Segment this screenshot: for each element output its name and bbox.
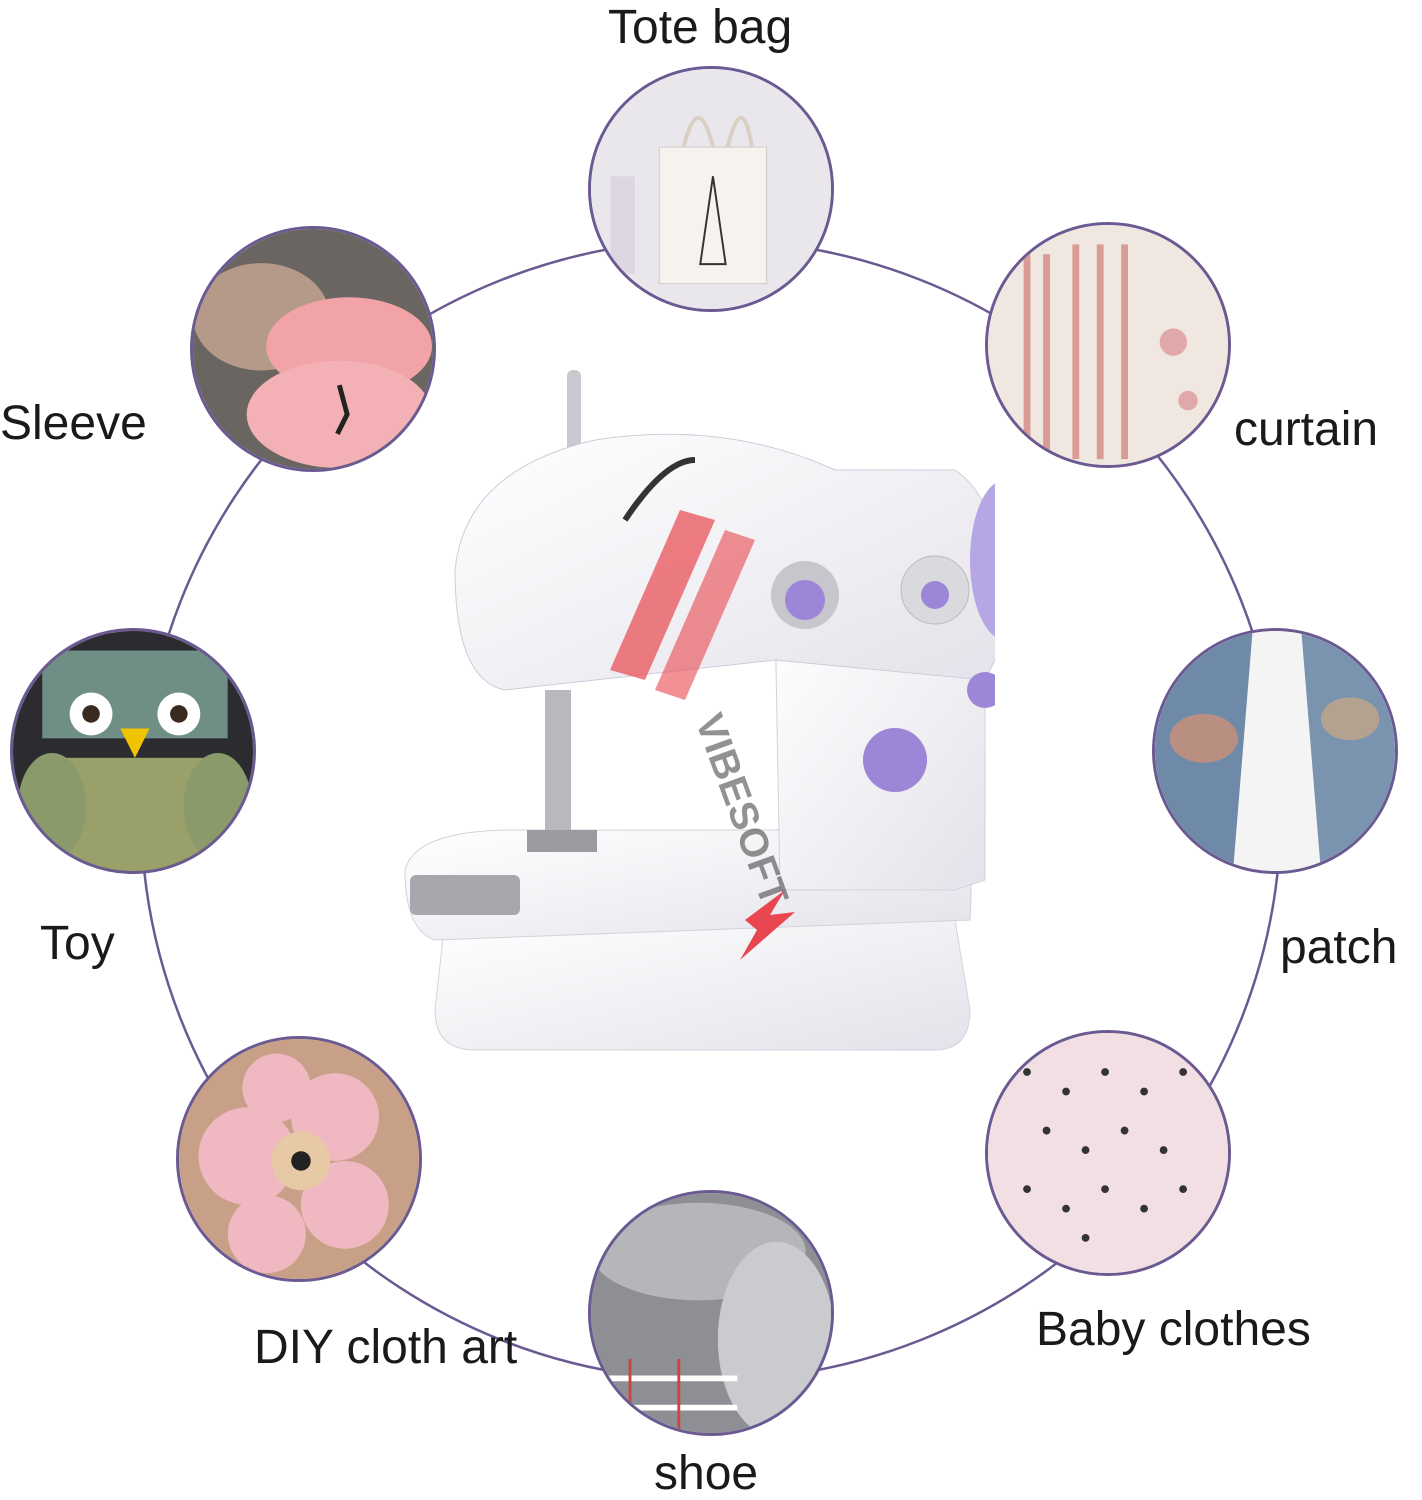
label-curtain: curtain (1234, 403, 1379, 456)
curtain-photo (985, 222, 1231, 468)
patch-photo (1152, 628, 1398, 874)
baby-clothes-photo (985, 1030, 1231, 1276)
sleeve-photo (190, 226, 436, 472)
toy-photo (10, 628, 256, 874)
shoe-photo (588, 1190, 834, 1436)
label-patch: patch (1280, 921, 1398, 974)
label-sleeve: Sleeve (0, 397, 147, 450)
label-diy-cloth-art: DIY cloth art (254, 1321, 518, 1374)
label-toy: Toy (40, 917, 115, 970)
diy-cloth-art-photo (176, 1036, 422, 1282)
label-shoe: shoe (654, 1447, 759, 1500)
label-baby-clothes: Baby clothes (1036, 1303, 1311, 1356)
mini-sewing-machine-image: VIBESOFT (404, 370, 995, 1051)
tote-bag-photo (588, 66, 834, 312)
label-tote-bag: Tote bag (608, 1, 793, 54)
